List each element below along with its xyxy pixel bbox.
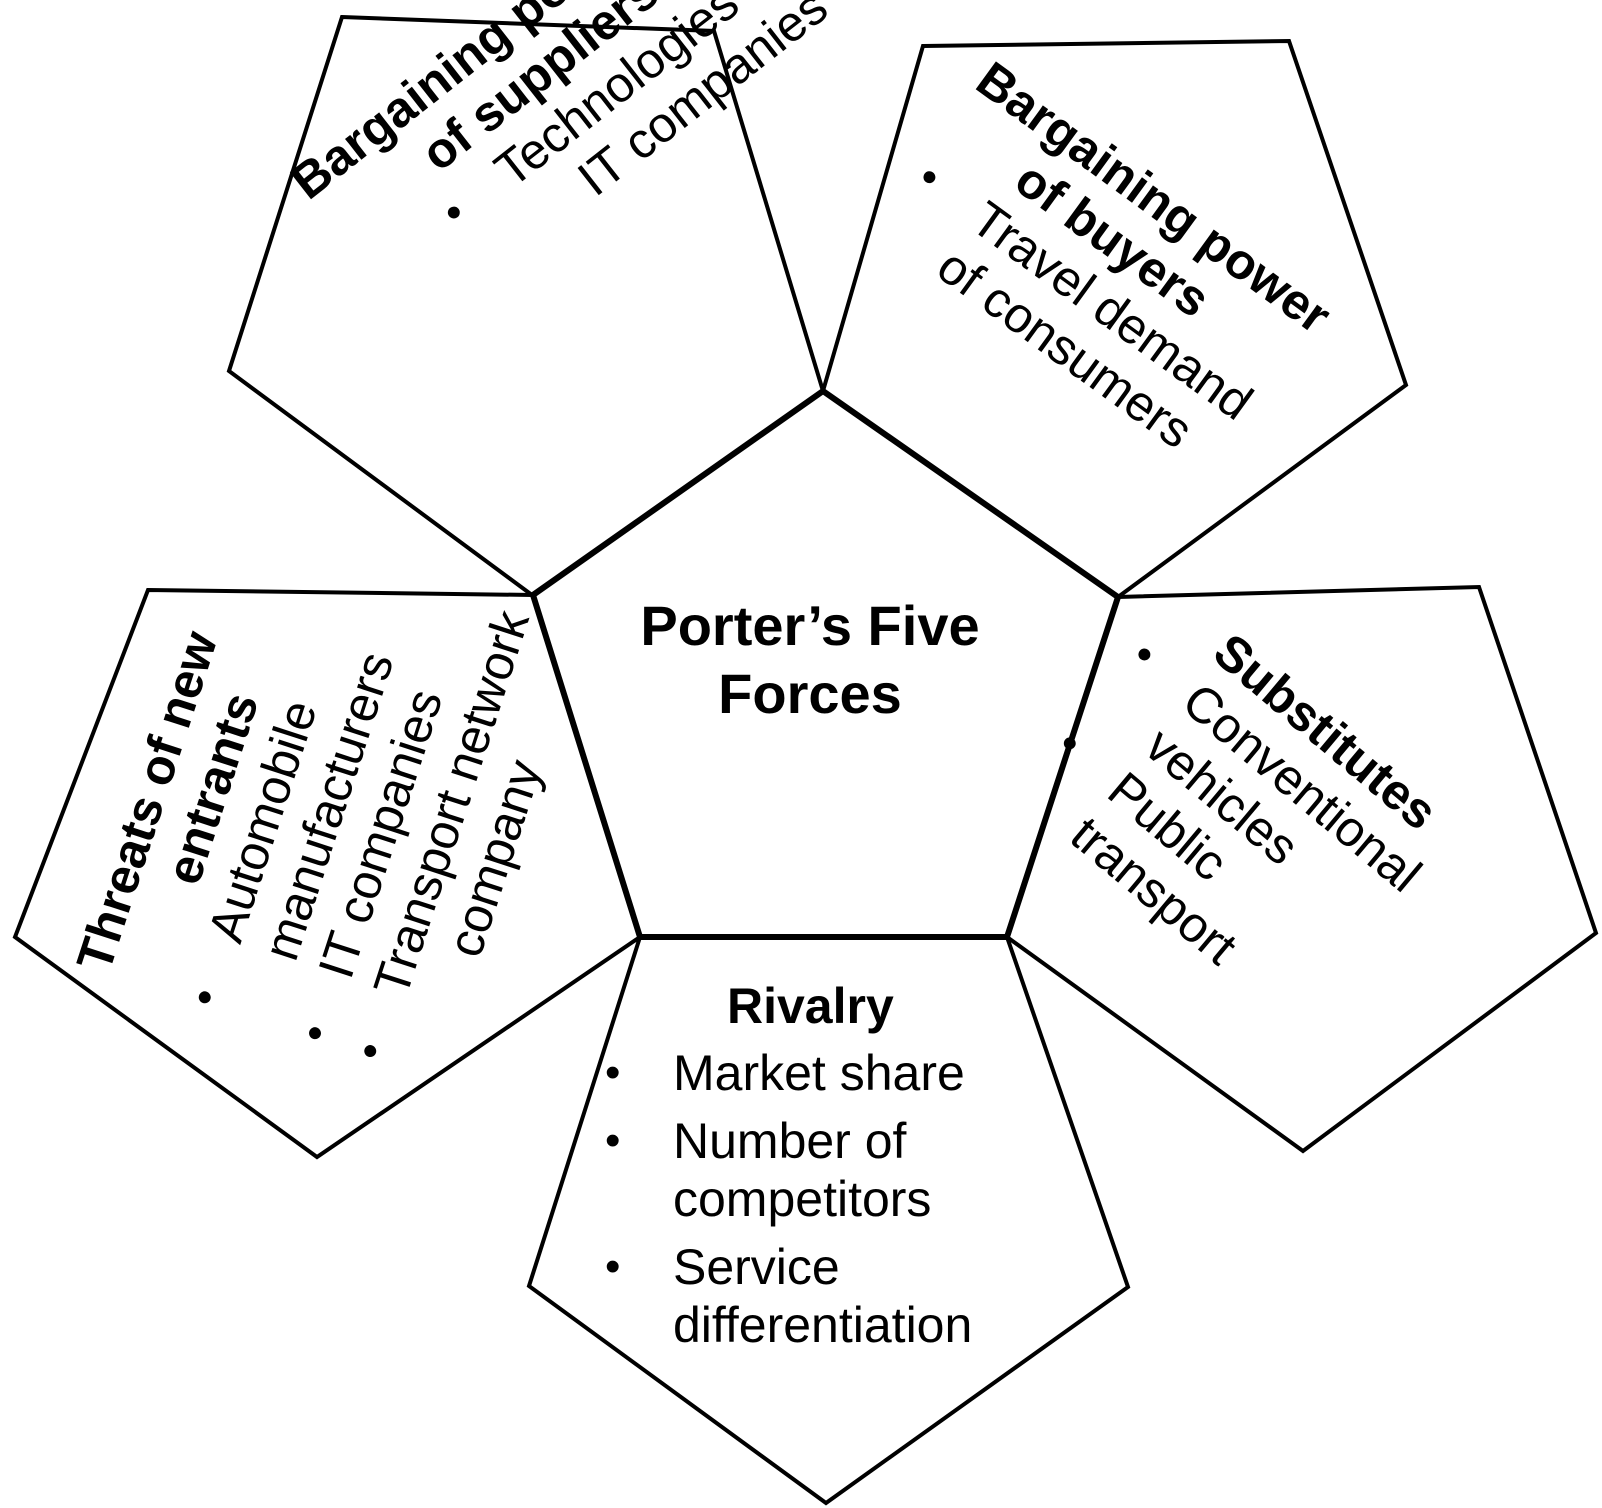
rivalry-item: • Service differentiation — [605, 1238, 972, 1354]
center-pentagon — [529, 387, 1122, 940]
rivalry-item: • Market share — [605, 1044, 972, 1102]
rivalry-item: • Number of competitors — [605, 1112, 972, 1228]
center-title: Porter’s Five Forces — [530, 592, 1090, 728]
bullet-icon: • — [605, 1048, 621, 1097]
rivalry-item-1-line1: Market share — [673, 1045, 965, 1101]
rivalry-item-2-line2: competitors — [673, 1171, 932, 1227]
center-title-line2: Forces — [718, 662, 902, 725]
buyers-pentagon — [820, 38, 1409, 600]
rivalry-item-3-line1: Service — [673, 1239, 840, 1295]
bullet-icon: • — [605, 1242, 621, 1291]
rivalry-text: Rivalry • Market share • Number of compe… — [605, 978, 972, 1354]
bullet-icon: • — [432, 188, 475, 237]
bullet-icon: • — [605, 1116, 621, 1165]
rivalry-item-2-line1: Number of — [673, 1113, 907, 1169]
entrants-pentagon — [12, 587, 643, 1160]
center-title-line1: Porter’s Five — [640, 594, 980, 657]
rivalry-item-3-line2: differentiation — [673, 1297, 973, 1353]
rivalry-title: Rivalry — [727, 978, 894, 1034]
